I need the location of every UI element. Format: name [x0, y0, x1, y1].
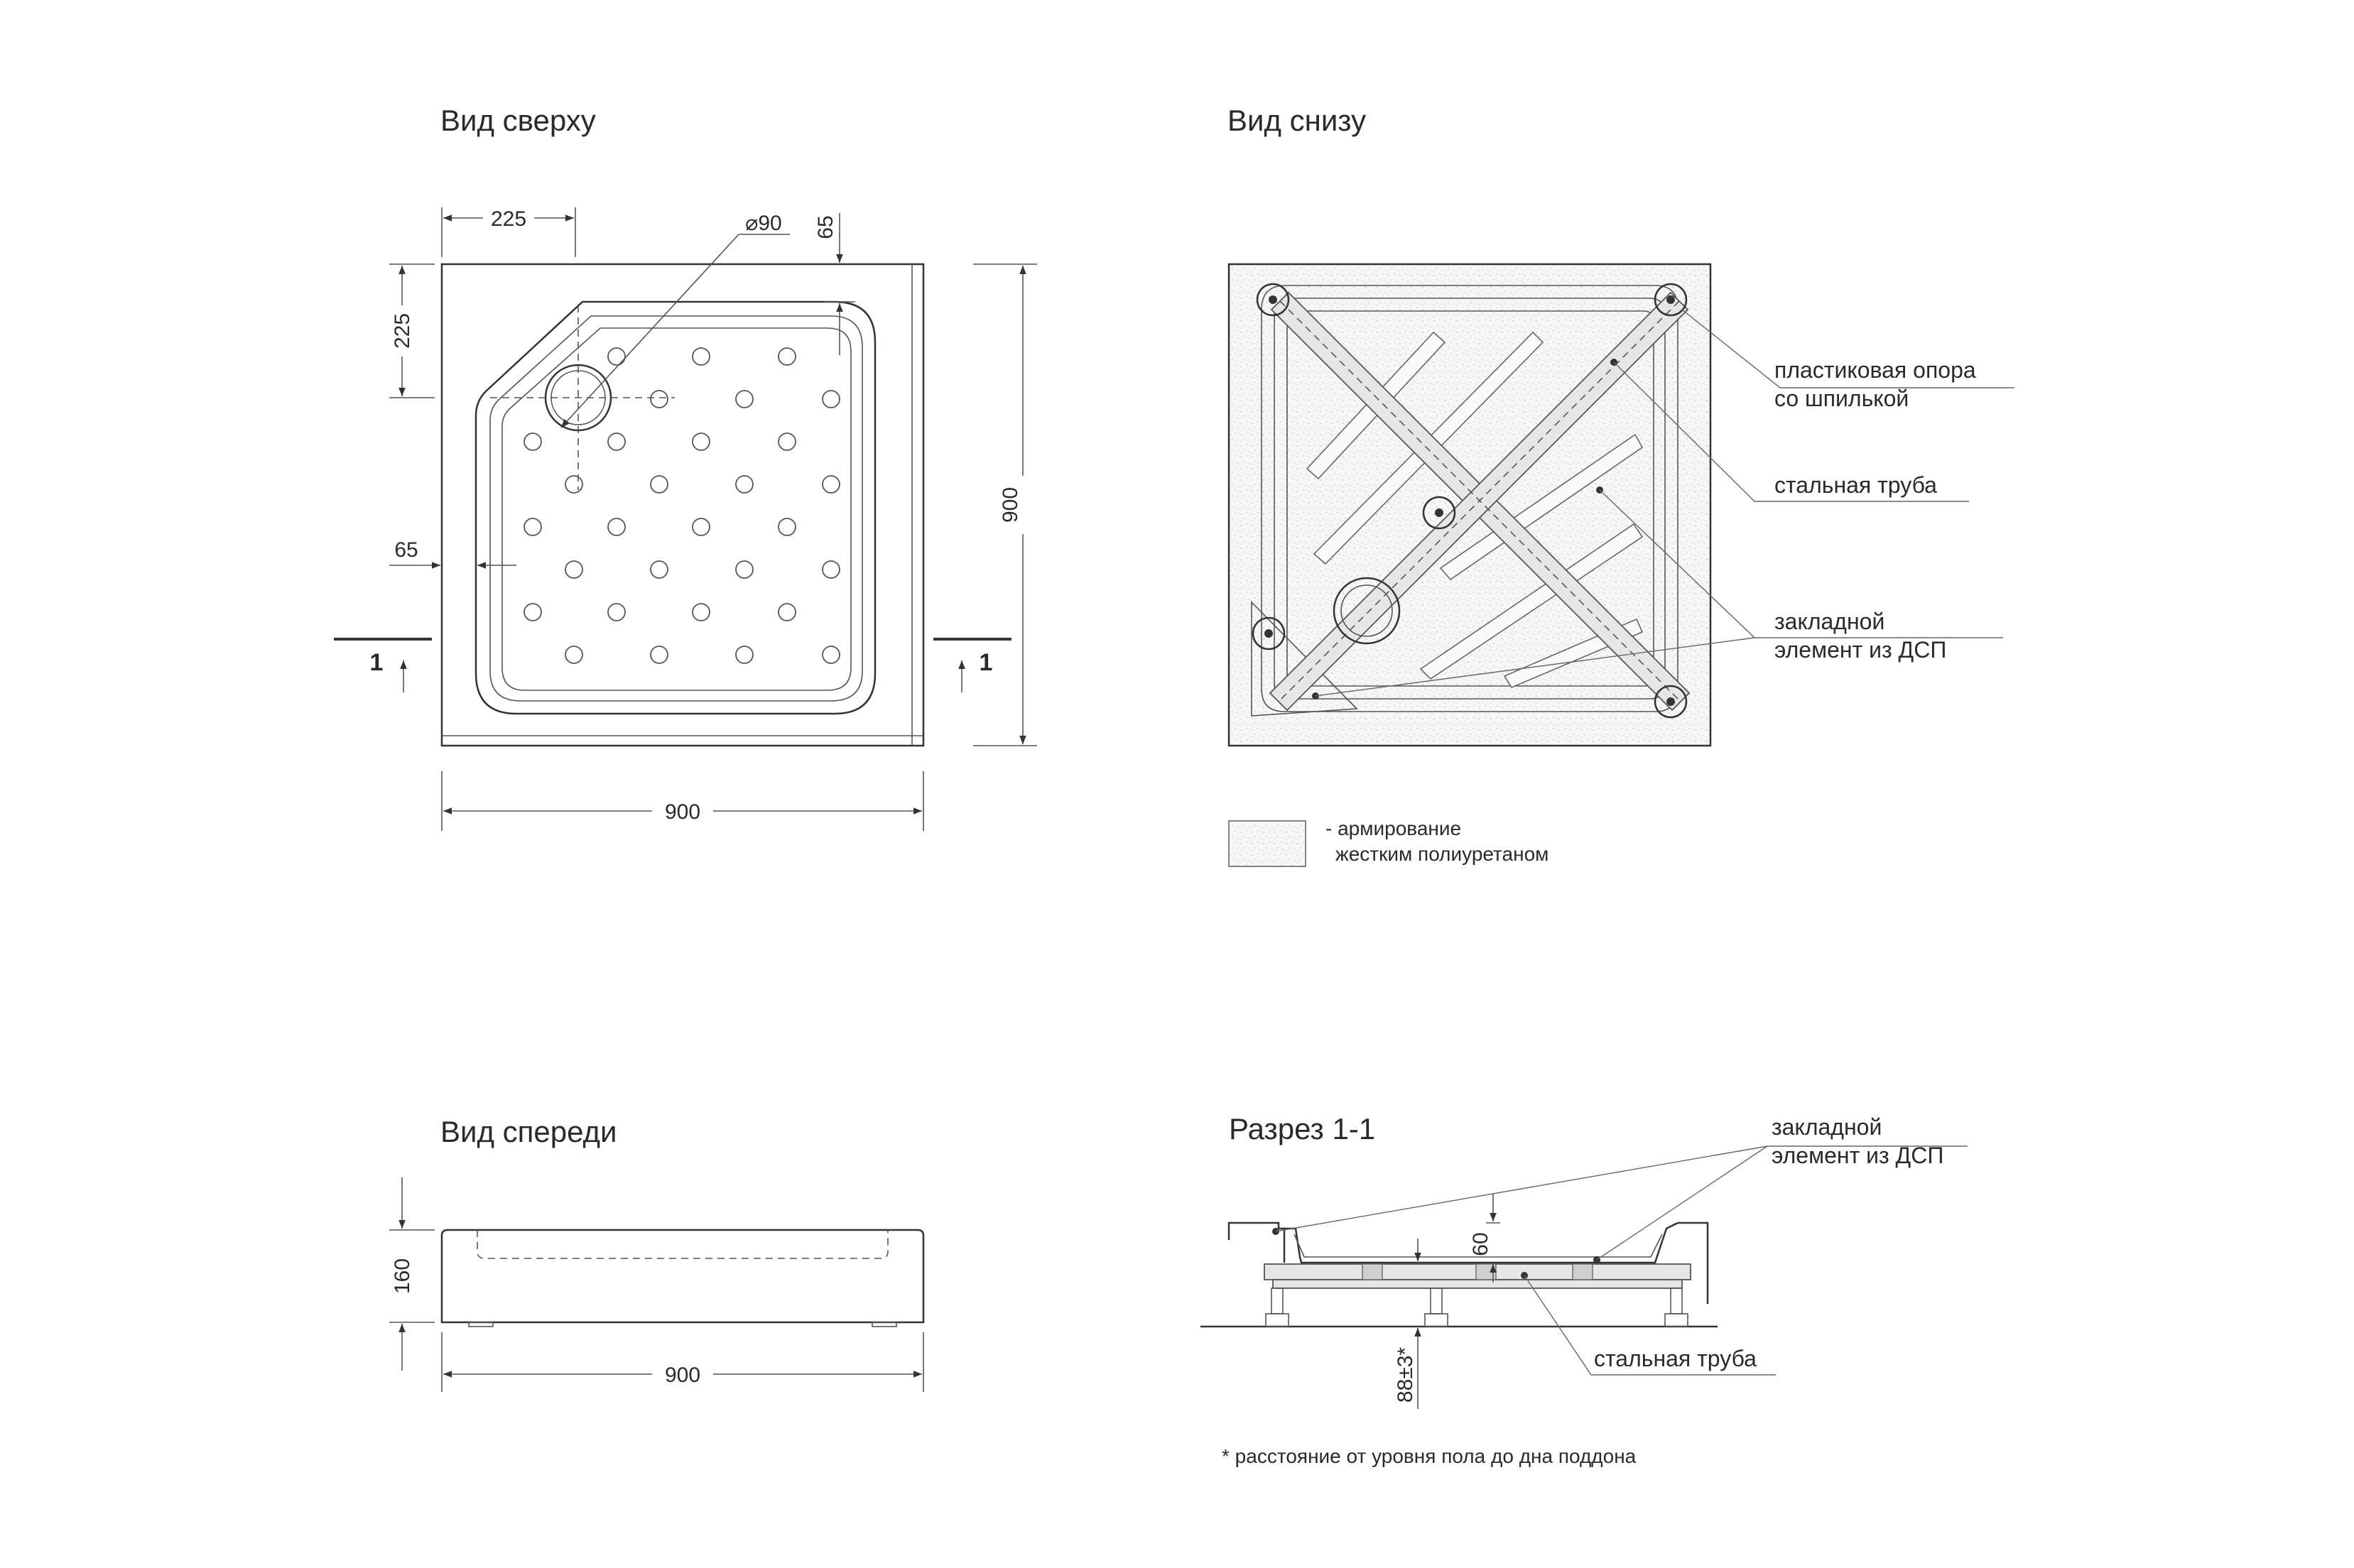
section-leader-rim — [1275, 1145, 1768, 1232]
front-foot-right — [872, 1322, 897, 1327]
support-top-right — [1654, 283, 1688, 317]
support-center — [1422, 496, 1456, 530]
section-basin — [1284, 1221, 1678, 1264]
svg-text:88±3*: 88±3* — [1394, 1347, 1417, 1403]
section-view: Разрез 1-1 60 — [1200, 1112, 1968, 1467]
section-label-insert-line1: закладной — [1772, 1114, 1882, 1140]
svg-text:900: 900 — [665, 800, 700, 824]
svg-text:900: 900 — [665, 1363, 700, 1387]
front-foot-left — [468, 1322, 494, 1327]
bottom-view: Вид снизу — [1227, 104, 2014, 867]
label-support-line1: пластиковая опора — [1774, 357, 1976, 383]
top-view: Вид сверху 225 — [334, 104, 1037, 831]
svg-text:225: 225 — [491, 207, 526, 231]
dim-diameter-90: ⌀90 — [560, 212, 790, 428]
dim-900-bottom: 900 — [441, 771, 924, 831]
support-top-left — [1256, 283, 1290, 317]
front-body — [440, 1229, 925, 1324]
dim-900-right: 900 — [973, 263, 1037, 746]
front-view: Вид спереди 160 900 — [389, 1115, 925, 1392]
section-view-title: Разрез 1-1 — [1229, 1112, 1375, 1145]
section-leader-pipe — [1524, 1275, 1776, 1376]
basin-middle — [489, 315, 863, 702]
bottom-ring-1 — [1261, 285, 1678, 712]
bottom-drain-inner — [1340, 584, 1393, 637]
section-legs — [1265, 1287, 1688, 1327]
section-rim-left — [1227, 1221, 1286, 1263]
tray-outline — [440, 263, 925, 747]
label-support-line2: со шпилькой — [1774, 386, 1909, 411]
legend-line2: жестким полиуретаном — [1335, 843, 1548, 865]
label-steel-pipe: стальная труба — [1774, 472, 1937, 498]
section-basin-inner — [1293, 1234, 1663, 1258]
leader-pipe — [1613, 361, 1969, 502]
section-label-steel-pipe: стальная труба — [1594, 1346, 1757, 1371]
dim-225-horizontal: 225 — [441, 207, 576, 257]
bottom-drain-outer — [1333, 577, 1401, 645]
dim-65-left: 65 — [389, 538, 516, 569]
label-insert-line1: закладной — [1774, 609, 1884, 634]
svg-text:⌀90: ⌀90 — [745, 212, 781, 235]
svg-text:65: 65 — [394, 538, 418, 562]
basin-outer — [474, 300, 877, 715]
corner-wedge — [1251, 601, 1358, 717]
section-frame-lower — [1272, 1279, 1683, 1289]
dim-900-front: 900 — [441, 1332, 924, 1392]
svg-text:60: 60 — [1469, 1232, 1492, 1256]
leader-insert-corner — [1315, 637, 1755, 697]
svg-text:900: 900 — [999, 487, 1022, 523]
dim-225-vertical: 225 — [389, 263, 435, 398]
label-insert-line2: элемент из ДСП — [1774, 637, 1946, 663]
basin-inner — [501, 327, 852, 691]
anti-slip-dots — [524, 347, 840, 664]
dim-60: 60 — [1469, 1193, 1500, 1283]
legend-line1: - армирование — [1325, 817, 1461, 839]
footnote: * расстояние от уровня пола до дна поддо… — [1222, 1445, 1637, 1467]
front-view-title: Вид спереди — [440, 1115, 617, 1148]
section-leader-insert — [1596, 1145, 1968, 1261]
plastic-supports — [1252, 283, 1688, 719]
section-insert-c — [1572, 1263, 1593, 1280]
svg-text:225: 225 — [391, 313, 414, 349]
legend-swatch — [1228, 820, 1306, 867]
svg-text:1: 1 — [370, 649, 384, 676]
dim-88: 88±3* — [1394, 1238, 1421, 1409]
support-bottom-left — [1252, 616, 1286, 650]
svg-text:160: 160 — [391, 1258, 414, 1294]
section-insert-a — [1362, 1263, 1383, 1280]
dim-65-top: 65 — [814, 213, 855, 355]
leader-support — [1681, 309, 2014, 388]
bottom-view-title: Вид снизу — [1227, 104, 1366, 137]
top-view-title: Вид сверху — [440, 104, 596, 137]
section-mark-right: 1 — [933, 638, 1011, 692]
svg-text:65: 65 — [814, 215, 837, 239]
front-basin-hidden — [477, 1230, 889, 1259]
section-rim-right — [1678, 1221, 1709, 1304]
svg-text:1: 1 — [980, 649, 993, 676]
support-bottom-right — [1654, 685, 1688, 719]
section-label-insert-line2: элемент из ДСП — [1772, 1143, 1943, 1168]
dim-160: 160 — [389, 1177, 435, 1371]
section-mark-left: 1 — [334, 638, 432, 692]
